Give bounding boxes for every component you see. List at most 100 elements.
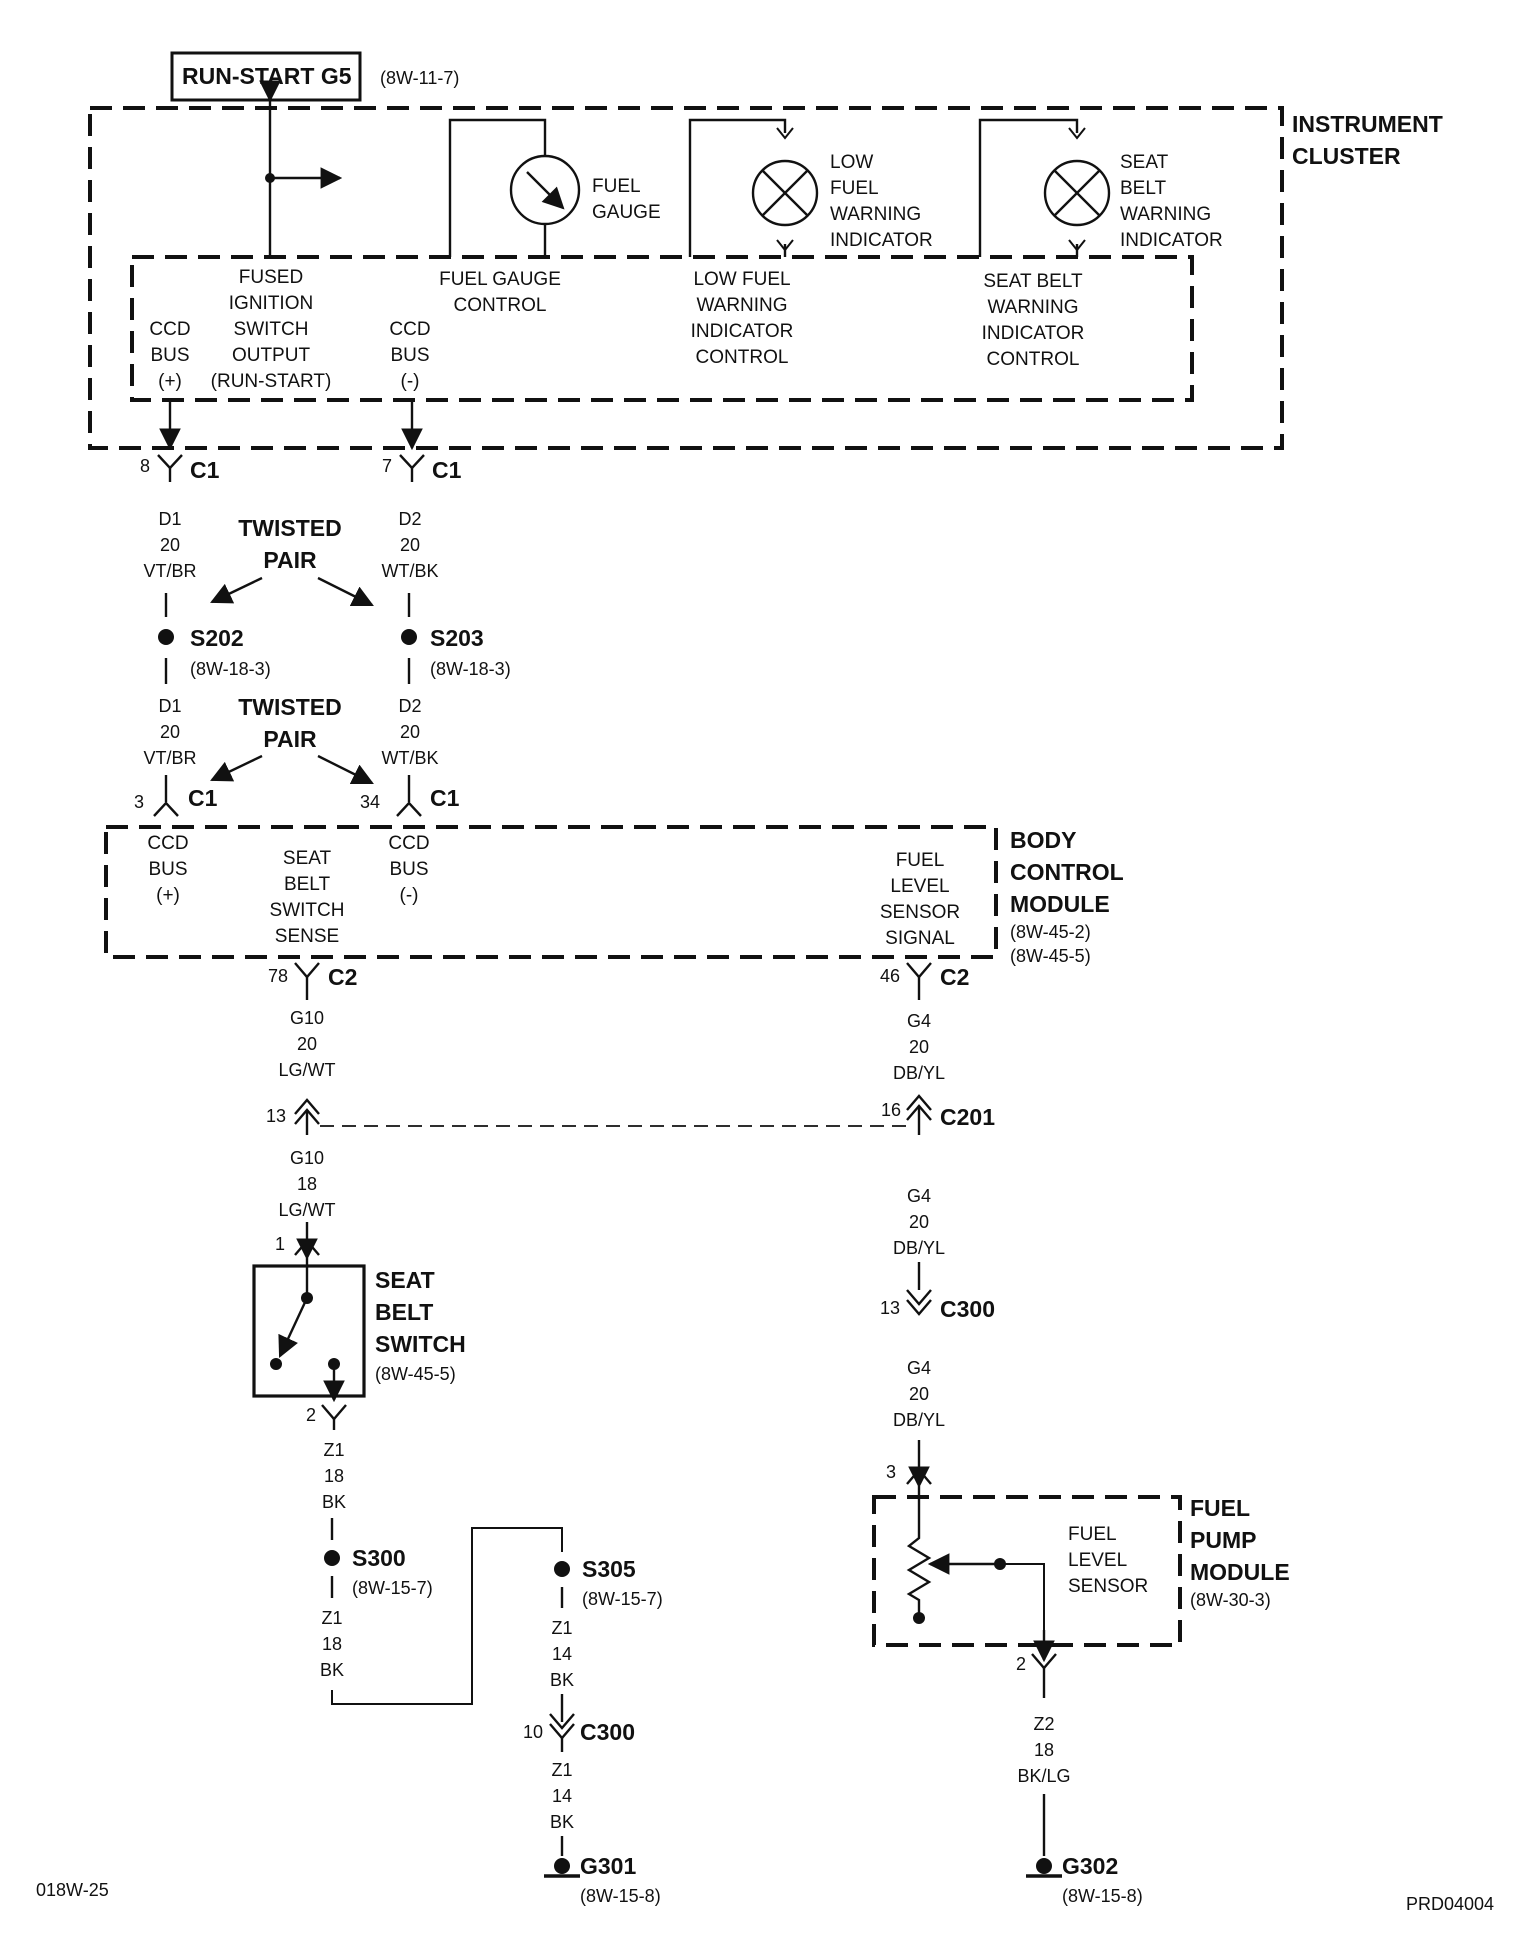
svg-text:LOW: LOW xyxy=(830,152,873,173)
svg-text:PUMP: PUMP xyxy=(1190,1527,1256,1553)
svg-text:OUTPUT: OUTPUT xyxy=(232,345,311,366)
svg-text:SEAT BELT: SEAT BELT xyxy=(983,271,1083,292)
wire-d2-lower: D2 20 WT/BK xyxy=(382,696,439,768)
fuel-level-resistor-icon xyxy=(906,1530,932,1614)
svg-text:2: 2 xyxy=(306,1405,316,1425)
svg-text:S305: S305 xyxy=(582,1556,636,1582)
svg-text:DB/YL: DB/YL xyxy=(893,1238,945,1258)
svg-text:TWISTED: TWISTED xyxy=(238,515,342,541)
svg-text:Z1: Z1 xyxy=(551,1618,572,1638)
svg-text:FUEL: FUEL xyxy=(1068,1524,1117,1545)
wire-d1-upper: D1 20 VT/BR xyxy=(143,509,196,581)
svg-text:10: 10 xyxy=(523,1722,543,1742)
wire-z1-c300: Z1 14 BK xyxy=(550,1618,574,1690)
svg-text:2: 2 xyxy=(1016,1654,1026,1674)
svg-text:DB/YL: DB/YL xyxy=(893,1063,945,1083)
svg-text:(8W-15-8): (8W-15-8) xyxy=(1062,1886,1143,1906)
svg-text:BK: BK xyxy=(322,1492,346,1512)
svg-text:(8W-30-3): (8W-30-3) xyxy=(1190,1590,1271,1610)
twisted-pair-upper-label: TWISTED PAIR xyxy=(238,515,342,573)
svg-text:PAIR: PAIR xyxy=(263,547,317,573)
c300-left-connector: 10 C300 xyxy=(523,1713,635,1752)
svg-text:BELT: BELT xyxy=(375,1299,433,1325)
svg-text:7: 7 xyxy=(382,456,392,476)
svg-text:G4: G4 xyxy=(907,1186,931,1206)
bcm-seat-belt-sense-label: SEAT BELT SWITCH SENSE xyxy=(270,848,345,947)
c1-bcm-right-connector: 34 C1 xyxy=(360,775,460,817)
c1-top-left-connector: 8 C1 xyxy=(140,454,220,483)
svg-text:C1: C1 xyxy=(432,457,462,483)
svg-text:(+): (+) xyxy=(156,885,180,906)
svg-text:14: 14 xyxy=(552,1786,572,1806)
svg-text:G10: G10 xyxy=(290,1008,324,1028)
svg-text:13: 13 xyxy=(266,1106,286,1126)
c300-right-connector: 13 C300 xyxy=(880,1289,995,1322)
svg-text:C1: C1 xyxy=(430,785,460,811)
svg-text:SEAT: SEAT xyxy=(1120,152,1169,173)
instrument-cluster-inner xyxy=(130,255,1194,402)
svg-text:IGNITION: IGNITION xyxy=(229,293,313,314)
svg-text:G4: G4 xyxy=(907,1358,931,1378)
svg-text:SENSOR: SENSOR xyxy=(880,902,960,923)
svg-text:FUSED: FUSED xyxy=(239,267,303,288)
c2-left-connector: 78 C2 xyxy=(268,962,357,1000)
svg-text:(8W-15-8): (8W-15-8) xyxy=(580,1886,661,1906)
svg-text:18: 18 xyxy=(1034,1740,1054,1760)
svg-text:D1: D1 xyxy=(158,509,181,529)
seat-belt-switch-pin-2: 2 xyxy=(306,1404,347,1430)
svg-text:(8W-45-5): (8W-45-5) xyxy=(1010,946,1091,966)
splice-s305: S305 (8W-15-7) xyxy=(554,1556,663,1609)
svg-text:WARNING: WARNING xyxy=(830,204,921,225)
svg-text:CCD: CCD xyxy=(149,319,190,340)
low-fuel-indicator-label: LOW FUEL WARNING INDICATOR xyxy=(830,152,933,251)
svg-text:(8W-15-7): (8W-15-7) xyxy=(352,1578,433,1598)
svg-text:Z1: Z1 xyxy=(323,1440,344,1460)
svg-text:LEVEL: LEVEL xyxy=(890,876,949,897)
svg-text:G4: G4 xyxy=(907,1011,931,1031)
svg-text:LG/WT: LG/WT xyxy=(279,1060,336,1080)
svg-text:Z1: Z1 xyxy=(321,1608,342,1628)
svg-text:46: 46 xyxy=(880,966,900,986)
instrument-cluster-outline xyxy=(88,106,1284,450)
svg-text:3: 3 xyxy=(134,792,144,812)
svg-text:BK: BK xyxy=(550,1812,574,1832)
splice-s202: S202 (8W-18-3) xyxy=(158,625,271,679)
fuel-pump-module-outline xyxy=(872,1495,1182,1647)
splice-s203: S203 (8W-18-3) xyxy=(401,625,511,679)
svg-text:18: 18 xyxy=(297,1174,317,1194)
svg-text:S300: S300 xyxy=(352,1545,406,1571)
svg-text:WARNING: WARNING xyxy=(987,297,1078,318)
wire-g4-upper: G4 20 DB/YL xyxy=(893,1011,945,1083)
ground-g302-icon: G302 (8W-15-8) xyxy=(1026,1853,1143,1906)
bcm-title: BODY CONTROL MODULE (8W-45-2) (8W-45-5) xyxy=(1010,827,1124,966)
svg-text:INDICATOR: INDICATOR xyxy=(982,323,1085,344)
svg-text:FUEL: FUEL xyxy=(830,178,879,199)
svg-text:FUEL: FUEL xyxy=(592,176,641,197)
svg-text:BK: BK xyxy=(320,1660,344,1680)
seat-belt-switch-box xyxy=(252,1264,366,1398)
svg-text:PAIR: PAIR xyxy=(263,726,317,752)
svg-text:LG/WT: LG/WT xyxy=(279,1200,336,1220)
svg-text:20: 20 xyxy=(400,535,420,555)
seat-belt-indicator-label: SEAT BELT WARNING INDICATOR xyxy=(1120,152,1223,251)
svg-text:FUEL GAUGE: FUEL GAUGE xyxy=(439,269,561,290)
wire-d2-upper: D2 20 WT/BK xyxy=(382,509,439,581)
svg-text:SENSOR: SENSOR xyxy=(1068,1576,1148,1597)
svg-text:BUS: BUS xyxy=(390,345,429,366)
svg-text:CONTROL: CONTROL xyxy=(1010,859,1124,885)
instrument-cluster-title: INSTRUMENT CLUSTER xyxy=(1292,111,1443,169)
svg-text:CONTROL: CONTROL xyxy=(696,347,789,368)
ccd-bus-minus-cluster-label: CCD BUS (-) xyxy=(389,319,430,392)
wire-g4-middle: G4 20 DB/YL xyxy=(893,1186,945,1258)
svg-text:CCD: CCD xyxy=(389,319,430,340)
footer-left-code: 018W-25 xyxy=(36,1880,109,1900)
svg-text:1: 1 xyxy=(275,1234,285,1254)
low-fuel-control-label: LOW FUEL WARNING INDICATOR CONTROL xyxy=(691,269,794,368)
svg-text:(8W-18-3): (8W-18-3) xyxy=(190,659,271,679)
c201-right-connector: 16 C201 xyxy=(881,1094,995,1135)
svg-text:SWITCH: SWITCH xyxy=(375,1331,466,1357)
fuel-level-sensor-label: FUEL LEVEL SENSOR xyxy=(1068,1524,1148,1597)
svg-text:20: 20 xyxy=(160,722,180,742)
svg-text:18: 18 xyxy=(322,1634,342,1654)
